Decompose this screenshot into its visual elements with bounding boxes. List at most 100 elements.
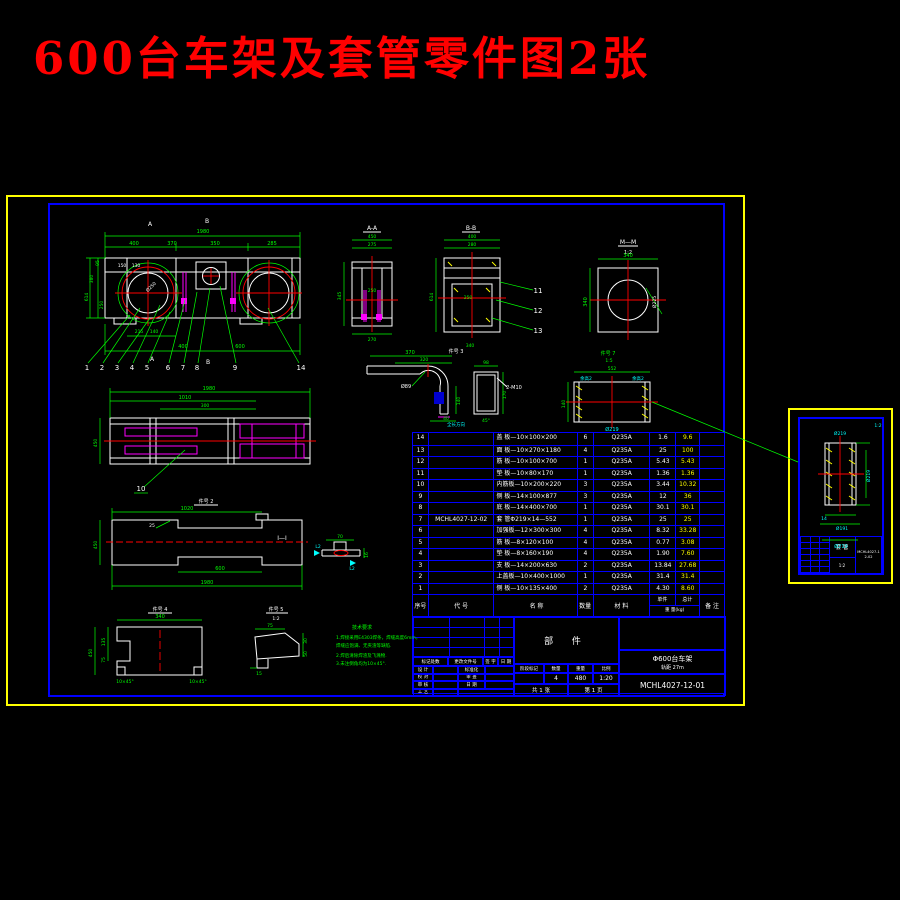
bom-cell-qty: 1 (576, 457, 593, 468)
bom-cell-name: 筋 板—8×120×100 (493, 537, 576, 548)
bom-cell-total: 8.60 (675, 583, 699, 594)
bom-cell-total: 5.43 (675, 457, 699, 468)
bom-cell-remark (699, 526, 724, 537)
bom-cell-code (427, 537, 494, 548)
bom-cell-mat: Q235A (592, 549, 650, 560)
bom-cell-unit: 4.30 (649, 583, 675, 594)
bom-cell-code: MCHL4027-12-02 (427, 514, 494, 525)
bom-cell-unit: 31.4 (649, 572, 675, 583)
scale-value: 1:20 (593, 673, 619, 684)
role-process: 工 艺 (413, 688, 433, 696)
role-review: 审 查 (458, 673, 485, 681)
bom-cell-name: 侧 板—10×135×400 (493, 583, 576, 594)
bom-cell-total: 25 (675, 514, 699, 525)
bom-cell-mat: Q235A (592, 457, 650, 468)
bom-cell-name: 套 管Φ219×14—552 (493, 514, 576, 525)
qty-value: 4 (544, 673, 568, 684)
bom-cell-remark (699, 503, 724, 514)
bom-cell-mat: Q235A (592, 480, 650, 491)
bom-header-total: 总计 (682, 597, 693, 603)
bom-cell-name: 支 板—14×200×630 (493, 560, 576, 571)
bom-cell-remark (699, 457, 724, 468)
bom-cell-name: 盖 板—10×100×200 (493, 433, 576, 445)
bom-cell-mat: Q235A (592, 503, 650, 514)
bom-cell-qty: 3 (576, 480, 593, 491)
bom-cell-qty: 2 (576, 583, 593, 594)
rev-header-docno: 更改文件号 (448, 657, 483, 666)
bom-cell-qty: 4 (576, 526, 593, 537)
bom-cell-total: 27.68 (675, 560, 699, 571)
detail-sheet-drawing-frame (798, 417, 884, 575)
bom-cell-mat: Q235A (592, 583, 650, 594)
bom-cell-total: 33.28 (675, 526, 699, 537)
role-sign-cell (433, 681, 458, 689)
bom-cell-no: 10 (416, 481, 425, 488)
bom-cell-name: 垫 板—10×80×170 (493, 468, 576, 479)
role-date: 日 期 (458, 681, 485, 689)
bom-cell-mat: Q235A (592, 560, 650, 571)
product-gauge: 轨距 27m (661, 664, 684, 671)
rev-header-sign: 签 字 (483, 657, 498, 666)
bom-cell-unit: 12 (649, 491, 675, 502)
drawing-caption: 600台车架及套管零件图2张 (33, 32, 651, 85)
bom-cell-unit: 3.44 (649, 480, 675, 491)
bom-cell-qty: 4 (576, 549, 593, 560)
bom-cell-name: 加强板—12×300×300 (493, 526, 576, 537)
role-standard: 标准化 (458, 666, 485, 674)
bom-cell-mat: Q235A (592, 572, 650, 583)
bom-cell-remark (699, 445, 724, 456)
bom-cell-mat: Q235A (592, 537, 650, 548)
bom-cell-qty: 2 (576, 560, 593, 571)
bom-cell-no: 7 (418, 515, 423, 523)
role-sign-cell (458, 688, 514, 696)
bom-cell-unit: 0.77 (649, 537, 675, 548)
rev-header-mark: 标记处数 (413, 657, 448, 666)
bom-cell-code (427, 457, 494, 468)
detail-scale: 1:2 (829, 558, 856, 573)
role-sign-cell (485, 681, 514, 689)
product-name-cell: Φ600台车架 轨距 27m (619, 650, 726, 674)
bom-cell-no: 8 (418, 504, 423, 511)
bom-header-code: 代 号 (427, 595, 493, 616)
bom-cell-total: 30.1 (675, 503, 699, 514)
bom-cell-mat: Q235A (592, 468, 650, 479)
bom-cell-code (427, 503, 494, 514)
bom-cell-mat: Q235A (592, 526, 650, 537)
bom-cell-total: 1.36 (675, 468, 699, 479)
bom-cell-code (427, 433, 494, 445)
grid-line (484, 618, 485, 656)
bom-cell-no: 12 (416, 458, 425, 465)
bom-cell-name: 侧 板—14×100×877 (493, 491, 576, 502)
bom-cell-total: 31.4 (675, 572, 699, 583)
scale-label: 比例 (593, 664, 619, 673)
role-sign-cell (433, 673, 458, 681)
bom-cell-qty: 1 (576, 503, 593, 514)
sheet-count: 共 1 张 (514, 684, 568, 696)
bom-cell-no: 9 (418, 492, 423, 500)
bom-cell-total: 3.08 (675, 537, 699, 548)
bom-cell-remark (699, 583, 724, 594)
role-sign-cell (485, 666, 514, 674)
bom-cell-code (427, 549, 494, 560)
bom-header-qty: 数量 (576, 595, 593, 616)
bom-cell-remark (699, 480, 724, 491)
bom-cell-remark (699, 572, 724, 583)
bom-cell-no: 11 (416, 469, 425, 477)
qty-label: 数量 (544, 664, 568, 673)
bom-cell-name: 面 板—10×270×1180 (493, 445, 576, 456)
product-name: Φ600台车架 (652, 654, 693, 663)
bom-cell-remark (699, 560, 724, 571)
bom-cell-total: 7.60 (675, 549, 699, 560)
grid-line (819, 537, 820, 573)
